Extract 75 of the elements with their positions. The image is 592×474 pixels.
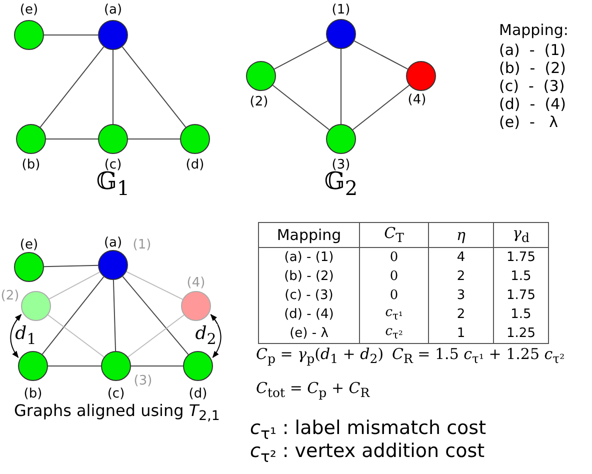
table-cell: 0 [360,267,428,286]
mapping-line: (c) - (3) [499,78,565,94]
table-cell: 2 [428,267,494,286]
table-cell: 1.75 [494,248,548,267]
vertex-label: (e) [20,4,38,16]
graph-edge [48,314,104,358]
graph-edge [340,48,342,124]
graph-edge [44,34,98,36]
graph-edge [46,138,98,140]
vertex-label: (c) [104,158,122,172]
table-cell: (b) - (2) [258,267,360,286]
graph-edge [352,84,410,130]
graph-edge [122,276,189,356]
graph-edge [354,40,408,70]
table-cell: 0 [360,286,428,305]
vertex-label: (d) [188,388,208,400]
table-cell: (d) - (4) [258,305,360,324]
graph-edge [126,271,184,300]
vertex-label: (b) [22,158,40,172]
vertex-label: (c) [107,388,125,400]
table-cell: 2 [428,305,494,324]
formula: C$_{tot}$ = C$_{p}$ + C$_{R}$ [256,380,370,400]
table-cell: 1 [428,324,494,344]
graph-edge [112,280,116,352]
table-header: C$_{T}$ [360,222,428,248]
vertex-label: (3) [134,374,152,388]
table-cell: 1.5 [494,305,548,324]
table-cell: 3 [428,286,494,305]
vertex-label: (b) [24,388,42,400]
vertex-label: (a) [104,4,122,16]
displacement-arrow [10,314,22,358]
graph-edge [274,40,328,70]
graph-edge [40,46,104,128]
mapping-heading: Mapping: [499,22,568,38]
table-header: γ$_{d}$ [494,222,548,248]
graph-edge [112,50,114,124]
formula: C$_{R}$ = 1.5 c$_{τ¹}$ + 1.25 c$_{τ²}$ [392,346,565,366]
vertex-label: (2) [0,290,20,302]
table-header: η [428,222,494,248]
mapping-line: (d) - (4) [499,96,566,112]
table-cell: 1.5 [494,267,548,286]
vertex-label: (4) [186,276,206,290]
graph-edge [122,46,186,128]
table-header: Mapping [258,222,360,248]
table-cell: 4 [428,248,494,267]
table-cell: (a) - (1) [258,248,360,267]
graph-edge [44,264,98,268]
table-cell: (e) - λ [258,324,360,344]
graph-edge [48,272,100,300]
mapping-line: (a) - (1) [499,42,566,58]
vertex-label: (d) [186,158,204,172]
caption: Graphs aligned using T$_{2,1}$ [14,402,220,425]
vertex-label: (1) [332,4,350,16]
table-cell: 1.75 [494,286,548,305]
vertex-label: (4) [408,94,426,106]
table-cell: c$_{τ¹}$ [360,305,428,324]
mapping-line: (b) - (2) [499,60,566,76]
legend-note: c$_{τ¹}$ : label mismatch cost [250,418,486,442]
graph-edge [42,276,104,355]
mapping-line: (e) - λ [499,114,558,130]
table-cell: c$_{τ²}$ [360,324,428,344]
table-cell: (c) - (3) [258,286,360,305]
vertex-label: (2) [250,96,268,108]
vertex-label: (3) [332,158,350,172]
graph-edge [128,138,180,140]
formula: C$_{p}$ = γ$_{p}$(d$_{1}$ + d$_{2}$) [256,346,384,366]
table-cell: 0 [360,248,428,267]
graph-edge [272,84,330,130]
graph-edge [128,314,184,358]
vertex-label: (e) [20,238,38,252]
vertex-label: (a) [104,236,122,250]
vertex-label: (1) [132,238,152,252]
legend-note: c$_{τ²}$ : vertex addition cost [250,441,485,466]
table-cell: 1.25 [494,324,548,344]
displacement-arrow [210,314,222,358]
